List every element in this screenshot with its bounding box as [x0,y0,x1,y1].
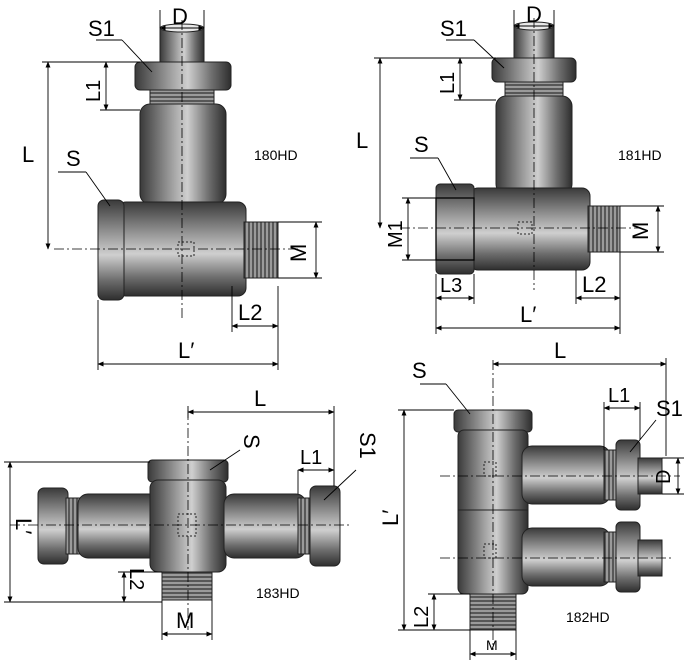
figure-182hd: L S L1 S1 D L′ L2 M 182HD [378,338,684,660]
label-d: D [526,2,542,27]
nut-left [37,487,69,565]
label-m1: M1 [385,220,407,248]
label-l1: L1 [437,72,459,94]
label-s1: S1 [355,432,380,459]
label-s1: S1 [656,396,683,421]
label-l3: L3 [440,275,462,297]
label-s: S [66,146,81,171]
label-d: D [172,4,188,29]
thread-m [243,221,279,279]
thread-m [161,571,213,601]
label-l-prime: L′ [11,518,36,534]
nut-s1 [134,61,232,91]
model-183hd: 183HD [256,585,300,601]
model-180hd: 180HD [254,147,298,163]
label-l1: L1 [608,385,630,407]
nut-lower [615,521,641,593]
label-l2: L2 [582,272,606,297]
label-l: L [356,128,368,153]
label-s: S [412,358,427,383]
hex-s [97,199,125,301]
label-m: M [286,244,311,262]
label-m: M [176,608,194,633]
label-s1: S1 [440,16,467,41]
label-l: L [22,142,34,167]
label-l2: L2 [411,606,433,628]
label-l: L [554,338,566,363]
label-s: S [239,434,264,449]
figure-181hd: D S1 L1 L S M1 M L3 L2 [356,2,664,334]
arm-right [223,493,307,559]
tee-body [469,187,591,271]
label-l: L [254,386,266,411]
figure-183hd: L S L1 S1 L′ L2 M 183HD [4,386,380,640]
label-s: S [414,132,429,157]
label-d: D [653,470,675,484]
thread-m [587,205,621,253]
model-182hd: 182HD [566,609,610,625]
label-l1: L1 [300,447,322,469]
label-l2: L2 [125,568,147,590]
vertical-body [139,103,227,205]
model-181hd: 181HD [618,147,662,163]
arm-upper [521,445,611,505]
nut-s1 [615,439,641,511]
label-m: M [628,222,653,240]
arm-lower [521,527,611,587]
label-s1: S1 [88,16,115,41]
nut-s1 [309,485,341,567]
label-l-prime: L′ [520,302,536,327]
label-l1: L1 [83,80,105,102]
label-l-prime: L′ [178,338,194,363]
arm-left [77,493,161,559]
label-l2: L2 [238,300,262,325]
label-m: M [486,637,498,653]
label-l-prime: L′ [378,510,403,526]
figure-180hd: D S1 L1 L S M L2 L′ 180HD [22,4,322,370]
